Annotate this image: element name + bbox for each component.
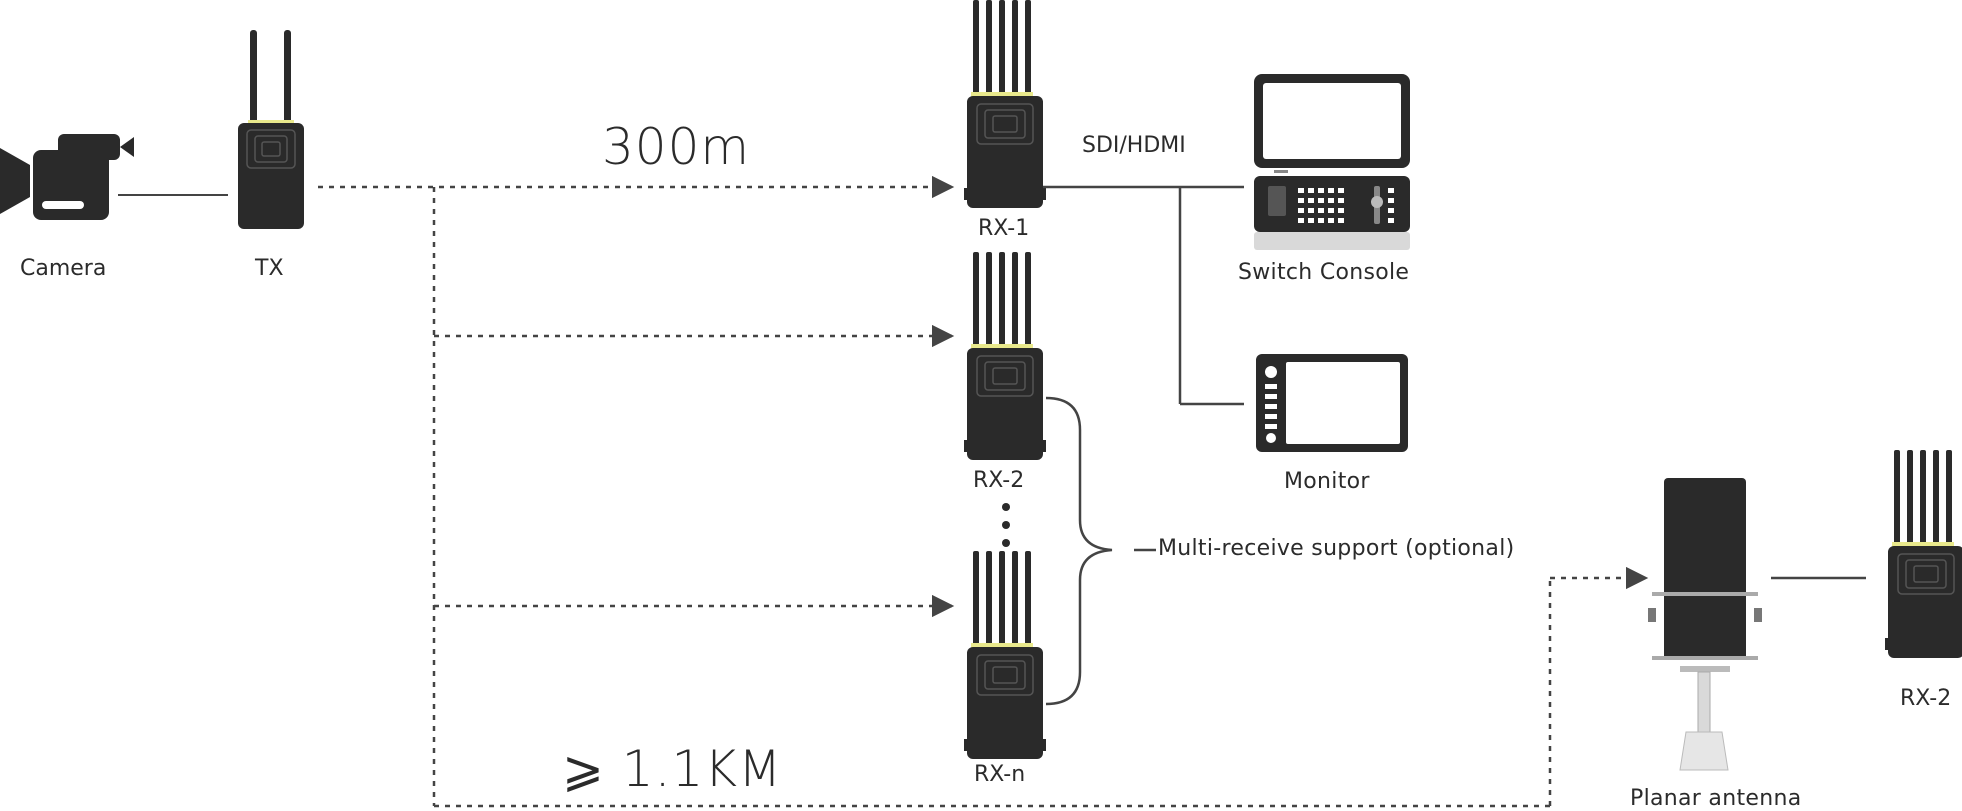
rx2-remote-label: RX-2 [1900,686,1952,711]
camera-label: Camera [20,256,107,281]
range-300m-label: 300m [602,118,751,176]
multi-receive-label: Multi-receive support (optional) [1158,536,1515,561]
switcher-console-icon [1254,74,1410,250]
tx-label: TX [255,256,284,281]
range-1-1km-label: ⩾ 1.1KM [562,740,783,798]
sdi-hdmi-cabling [1043,185,1244,406]
planar-antenna-label: Planar antenna [1630,786,1802,811]
receiver-icon-rx2 [963,251,1047,461]
rx2-label: RX-2 [973,468,1025,493]
more-receivers-dots [1002,503,1010,547]
sdi-hdmi-label: SDI/HDMI [1082,133,1186,158]
multi-receive-brace [1045,396,1113,706]
monitor-label: Monitor [1284,469,1370,494]
receiver-icon-rxn [963,550,1047,760]
receiver-icon-rx2-remote [1884,449,1962,659]
receiver-icon-rx1 [963,0,1047,209]
monitor-icon [1256,354,1408,452]
rxn-label: RX-n [974,762,1026,787]
switch-console-label: Switch Console [1238,260,1410,285]
rx1-label: RX-1 [978,216,1030,241]
planar-antenna-icon [1648,478,1762,771]
wireless-links [318,175,1649,808]
transmitter-icon [238,30,304,229]
video-camera-icon [0,134,134,220]
